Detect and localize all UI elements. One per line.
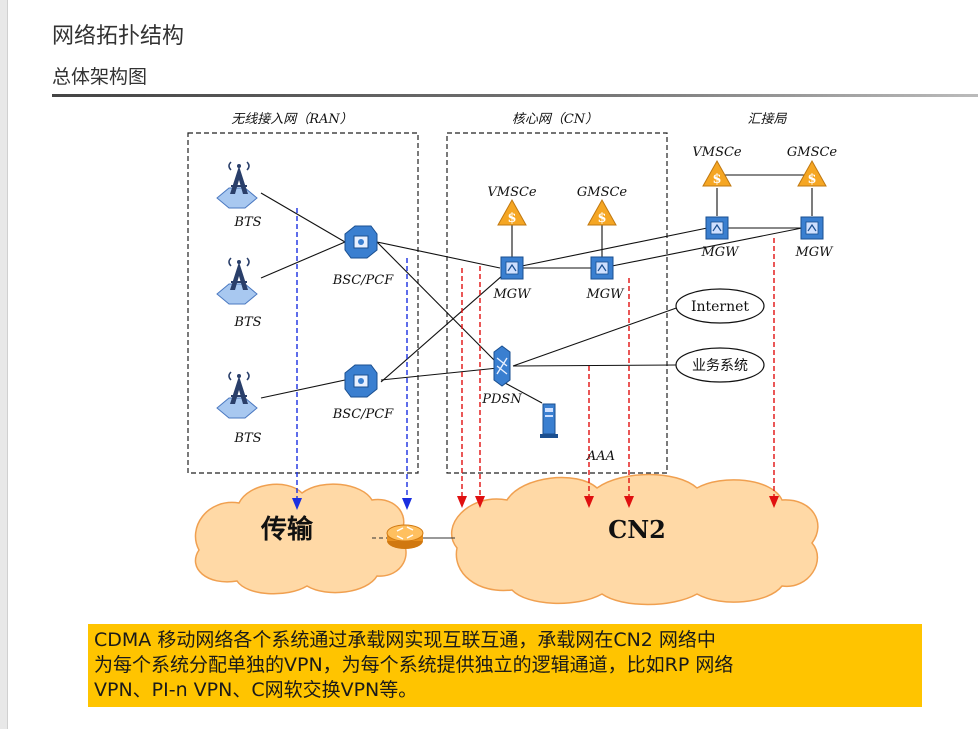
cn-region-label: 核心网（CN） (512, 111, 598, 127)
business-system-node (675, 347, 765, 383)
caption-line: VPN、PI-n VPN、C网软交换VPN等。 (94, 679, 418, 701)
bts-icon (216, 161, 258, 209)
tandem-mgw-label: MGW (700, 245, 740, 260)
cn-cn2-arrowheads (457, 496, 779, 508)
bsc-pcf-label: BSC/PCF (332, 273, 394, 288)
left-edge-bar (0, 0, 8, 729)
caption-line: 为每个系统分配单独的VPN，为每个系统提供独立的逻辑通道，比如RP 网络 (94, 654, 734, 676)
topology-links (260, 174, 813, 404)
tandem-mgw-icon (800, 216, 824, 240)
caption-box: CDMA 移动网络各个系统通过承载网实现互联互通，承载网在CN2 网络中 为每个… (88, 624, 922, 707)
aaa-server-icon (540, 403, 558, 438)
bts-label: BTS (233, 315, 261, 330)
ran-transport-arrows (292, 208, 412, 510)
cn-mgw-label: MGW (492, 287, 532, 302)
cn-cn2-arrows (461, 238, 775, 498)
bsc-pcf-label: BSC/PCF (332, 407, 394, 422)
tandem-region-label: 汇接局 (747, 112, 787, 127)
tandem-vmsce-label: VMSCe (692, 145, 742, 160)
network-topology-diagram: $ 传输 CN2 无线接入网（RAN） 核心网（CN） 汇接局 (177, 98, 842, 610)
cn-gmsce-icon (587, 199, 617, 227)
cn2-cloud-label: CN2 (608, 515, 666, 544)
bts-label: BTS (233, 215, 261, 230)
pdsn-icon (493, 345, 511, 387)
page-title: 网络拓扑结构 (52, 24, 185, 49)
cn2-cloud (450, 473, 819, 606)
business-system-label: 业务系统 (692, 358, 748, 374)
cn-mgw-icon (590, 256, 614, 280)
pdsn-label: PDSN (481, 392, 522, 407)
internet-label: Internet (691, 299, 749, 315)
tandem-mgw-icon (705, 216, 729, 240)
ran-region-box (187, 132, 419, 474)
bts-label: BTS (233, 431, 261, 446)
tandem-vmsce-icon (702, 160, 732, 188)
cn-mgw-icon (500, 256, 524, 280)
transport-cloud-label: 传输 (260, 514, 314, 545)
page-subtitle: 总体架构图 (52, 66, 148, 88)
bts-icon (216, 257, 258, 305)
caption-line: CDMA 移动网络各个系统通过承载网实现互联互通，承载网在CN2 网络中 (94, 629, 716, 651)
cn-vmsce-icon (497, 199, 527, 227)
ran-region-label: 无线接入网（RAN） (231, 111, 353, 127)
aaa-label: AAA (586, 449, 615, 464)
tandem-gmsce-label: GMSCe (787, 145, 838, 160)
cn-gmsce-label: GMSCe (577, 185, 628, 200)
tandem-gmsce-icon (797, 160, 827, 188)
tandem-mgw-label: MGW (794, 245, 834, 260)
bsc-pcf-icon (344, 225, 378, 259)
title-underline (52, 94, 978, 97)
cn-vmsce-label: VMSCe (487, 185, 537, 200)
router-icon (386, 524, 424, 549)
bsc-pcf-icon (344, 364, 378, 398)
internet-node (675, 288, 765, 324)
bts-icon (216, 371, 258, 419)
cn-mgw-label: MGW (585, 287, 625, 302)
